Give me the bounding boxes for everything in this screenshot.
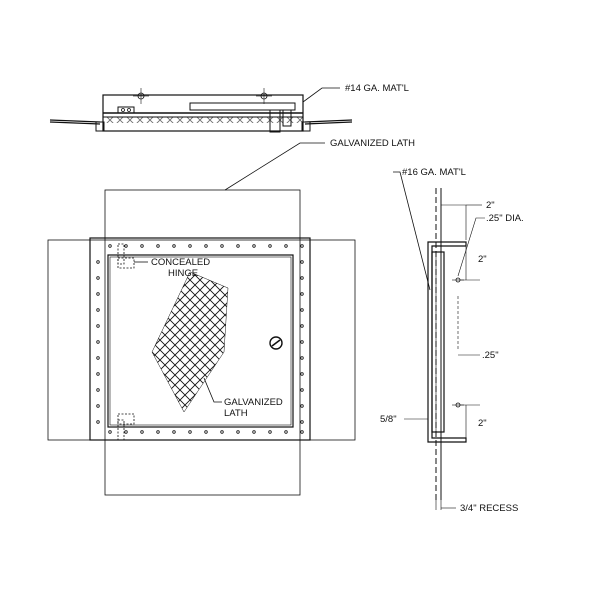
hinge-bottom-icon (117, 413, 135, 441)
label-mat16: #16 GA. MAT'L (402, 167, 466, 178)
side-section-view: #16 GA. MAT'L 2" .25" DIA. 2" .25" 2" 5/… (380, 167, 524, 514)
frame-holes (96, 244, 304, 434)
label-dim-dia: .25" DIA. (486, 213, 524, 224)
label-dim-58: 5/8" (380, 414, 397, 425)
label-dim-25: .25" (482, 350, 499, 361)
front-view: CONCEALED HINGE GALVANIZED LATH (47, 189, 356, 496)
hinge-top-icon (117, 243, 135, 269)
label-dim-2-mid: 2" (478, 254, 487, 265)
lath-top-callout: GALVANIZED LATH (224, 138, 415, 191)
label-galvanized: GALVANIZED (224, 397, 283, 408)
label-hinge: HINGE (168, 268, 198, 279)
label-galvanized-lath-top: GALVANIZED LATH (330, 138, 415, 149)
top-section-view: #14 GA. MAT'L (49, 83, 409, 133)
latch-icon (269, 336, 283, 350)
label-dim-2-bot: 2" (478, 418, 487, 429)
label-mat14: #14 GA. MAT'L (345, 83, 409, 94)
label-dim-2-top: 2" (486, 200, 495, 211)
label-lath: LATH (224, 408, 248, 419)
label-concealed: CONCEALED (151, 257, 210, 268)
label-recess: 3/4" RECESS (460, 503, 518, 514)
